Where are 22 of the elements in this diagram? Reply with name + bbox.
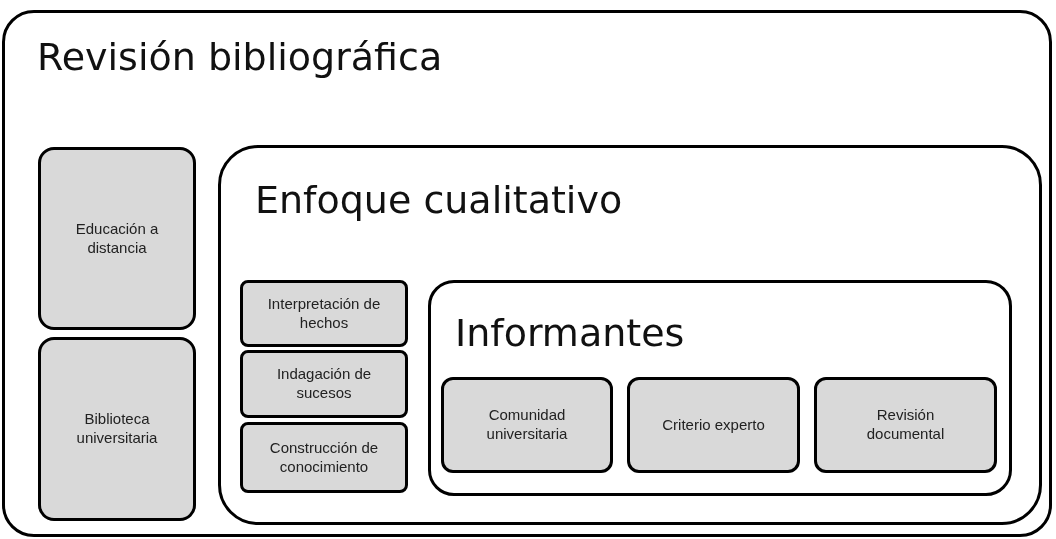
group-panel <box>2 10 1052 537</box>
topic-box <box>814 377 997 473</box>
topic-label: Construcción de conocimiento <box>268 438 380 477</box>
topic-box <box>240 422 408 493</box>
topic-label: Educación a distancia <box>74 219 160 258</box>
topic-box <box>240 350 408 418</box>
topic-box <box>240 280 408 347</box>
topic-box <box>38 147 196 330</box>
group-heading: Informantes <box>455 311 685 355</box>
group-heading: Revisión bibliográfica <box>37 35 443 79</box>
topic-label: Revisión documental <box>865 406 946 444</box>
topic-box <box>441 377 613 473</box>
topic-box <box>38 337 196 521</box>
topic-box <box>627 377 800 473</box>
group-heading: Enfoque cualitativo <box>255 178 623 222</box>
group-panel <box>218 145 1042 525</box>
group-panel <box>428 280 1012 496</box>
topic-label: Indagación de sucesos <box>275 365 373 403</box>
topic-label: Criterio experto <box>661 415 766 435</box>
topic-label: Biblioteca universitaria <box>75 410 159 448</box>
topic-label: Comunidad universitaria <box>485 406 569 444</box>
topic-label: Interpretación de hechos <box>266 294 382 333</box>
